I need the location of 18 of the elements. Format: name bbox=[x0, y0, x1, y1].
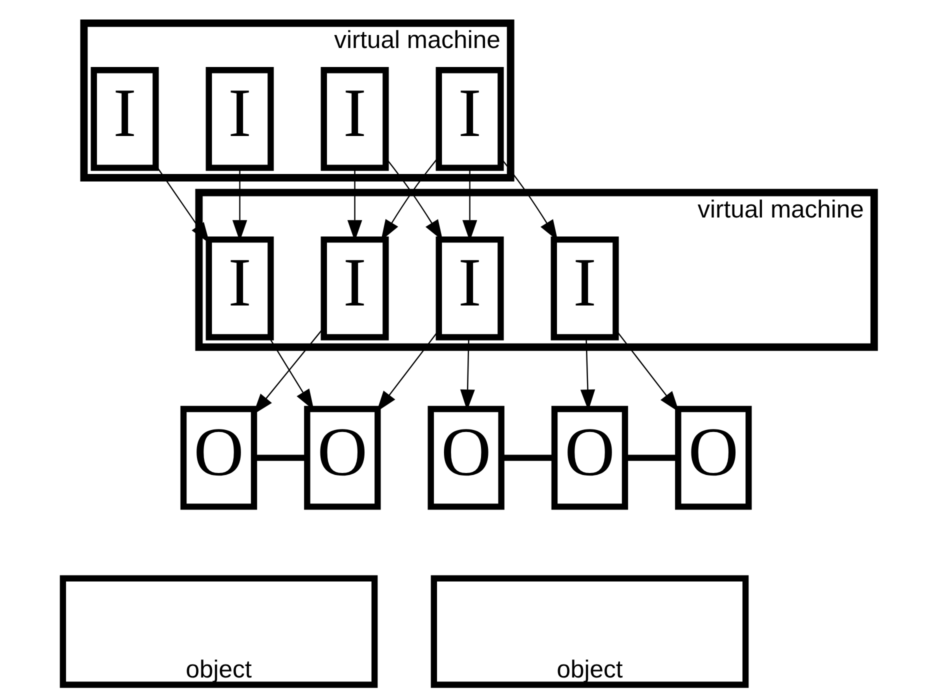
node-box: I bbox=[436, 236, 504, 340]
node-box: I bbox=[320, 236, 389, 340]
node-box: I bbox=[436, 67, 504, 171]
node-box: O bbox=[428, 406, 504, 510]
node-box: I bbox=[550, 236, 619, 340]
node-box: O bbox=[551, 406, 628, 510]
node-box: I bbox=[206, 67, 274, 171]
node-box: object bbox=[430, 575, 749, 688]
node-box: I bbox=[90, 67, 159, 171]
node-box: O bbox=[675, 406, 752, 510]
node-box: I bbox=[206, 236, 274, 340]
connector bbox=[254, 454, 307, 461]
node-box: O bbox=[180, 406, 258, 510]
node-box: I bbox=[320, 67, 389, 171]
node-box: object bbox=[60, 575, 378, 688]
connector bbox=[625, 454, 678, 461]
node-box: O bbox=[304, 406, 381, 510]
connector bbox=[501, 454, 554, 461]
